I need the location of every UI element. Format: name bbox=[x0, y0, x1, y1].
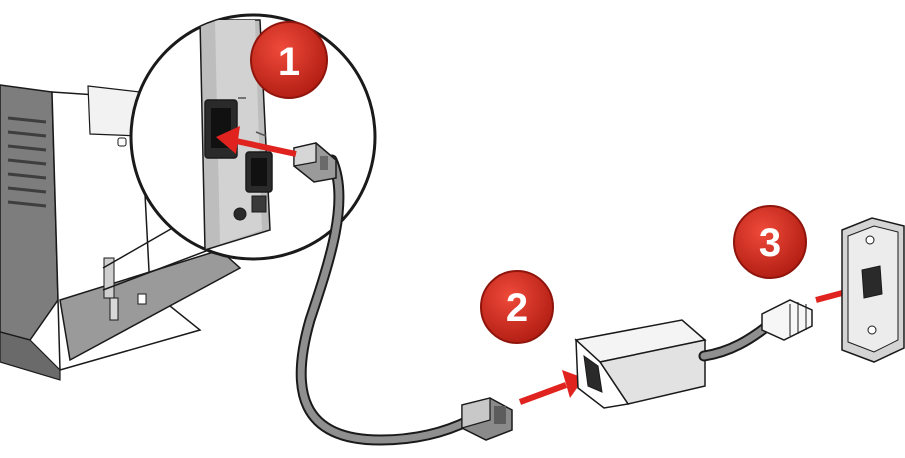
line-splitter bbox=[574, 319, 707, 409]
step-number-2: 2 bbox=[506, 286, 528, 330]
step-badge-1: 1 bbox=[250, 21, 328, 99]
wall-phone-jack bbox=[841, 217, 905, 363]
phone-cable-1 bbox=[295, 154, 476, 446]
wall-jack-opening bbox=[861, 265, 883, 299]
printer bbox=[0, 84, 242, 381]
step-number-3: 3 bbox=[759, 221, 781, 265]
printer-vent-grille bbox=[7, 116, 47, 208]
rj11-plug-splitter-side bbox=[461, 397, 513, 441]
step-badge-2: 2 bbox=[480, 270, 554, 344]
step-badge-3: 3 bbox=[733, 205, 807, 279]
screw-bottom bbox=[867, 325, 877, 335]
step-number-1: 1 bbox=[278, 40, 300, 84]
phone-cable-2 bbox=[698, 318, 776, 362]
arrow-step-1 bbox=[216, 126, 297, 157]
arrow-step-2 bbox=[518, 370, 584, 405]
splitter-jack bbox=[583, 354, 603, 393]
rj11-plug-printer bbox=[293, 142, 337, 183]
screw-top bbox=[865, 235, 875, 245]
rj11-plug-wall-side bbox=[761, 299, 813, 341]
